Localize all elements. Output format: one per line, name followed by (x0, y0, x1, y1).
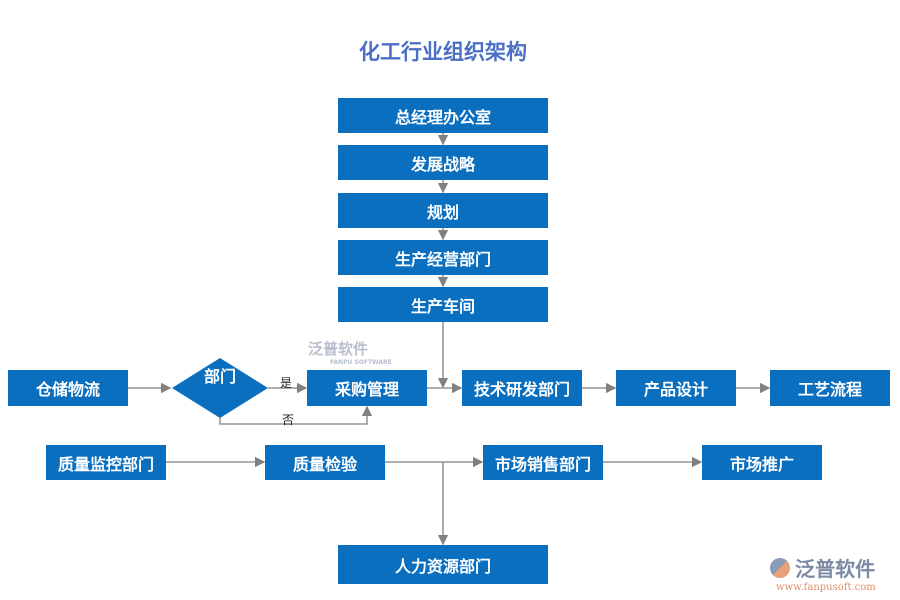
watermark-brand: 泛普软件 (308, 340, 369, 358)
watermark-sub: FANPU SOFTWARE (330, 359, 392, 366)
node-warehouse[interactable]: 仓储物流 (8, 370, 128, 406)
node-process[interactable]: 工艺流程 (770, 370, 890, 406)
watermark-url: www.fanpusoft.com (776, 582, 876, 593)
node-sales[interactable]: 市场销售部门 (483, 445, 603, 480)
chart-title: 化工行业组织架构 (359, 40, 527, 64)
node-hr[interactable]: 人力资源部门 (338, 545, 548, 584)
node-promotion[interactable]: 市场推广 (702, 445, 822, 480)
node-rnd[interactable]: 技术研发部门 (462, 370, 582, 406)
node-workshop[interactable]: 生产车间 (338, 287, 548, 322)
node-purchase[interactable]: 采购管理 (307, 370, 427, 406)
node-qc-dept[interactable]: 质量监控部门 (46, 445, 166, 480)
watermark-brand-corner: 泛普软件 (795, 557, 876, 581)
watermark-logo: 泛普软件 www.fanpusoft.com (770, 553, 876, 593)
node-gm[interactable]: 总经理办公室 (338, 98, 548, 133)
label-yes: 是 (280, 376, 293, 390)
node-inspection[interactable]: 质量检验 (265, 445, 385, 480)
node-strategy[interactable]: 发展战略 (338, 145, 548, 180)
node-planning[interactable]: 规划 (338, 193, 548, 228)
node-decision[interactable]: 部门 (204, 367, 237, 386)
fanpu-logo-icon (770, 557, 790, 578)
label-no: 否 (282, 413, 295, 427)
node-design[interactable]: 产品设计 (616, 370, 736, 406)
edge-no (219, 405, 373, 425)
node-prod-ops[interactable]: 生产经营部门 (338, 240, 548, 275)
decision-diamond (172, 358, 268, 418)
